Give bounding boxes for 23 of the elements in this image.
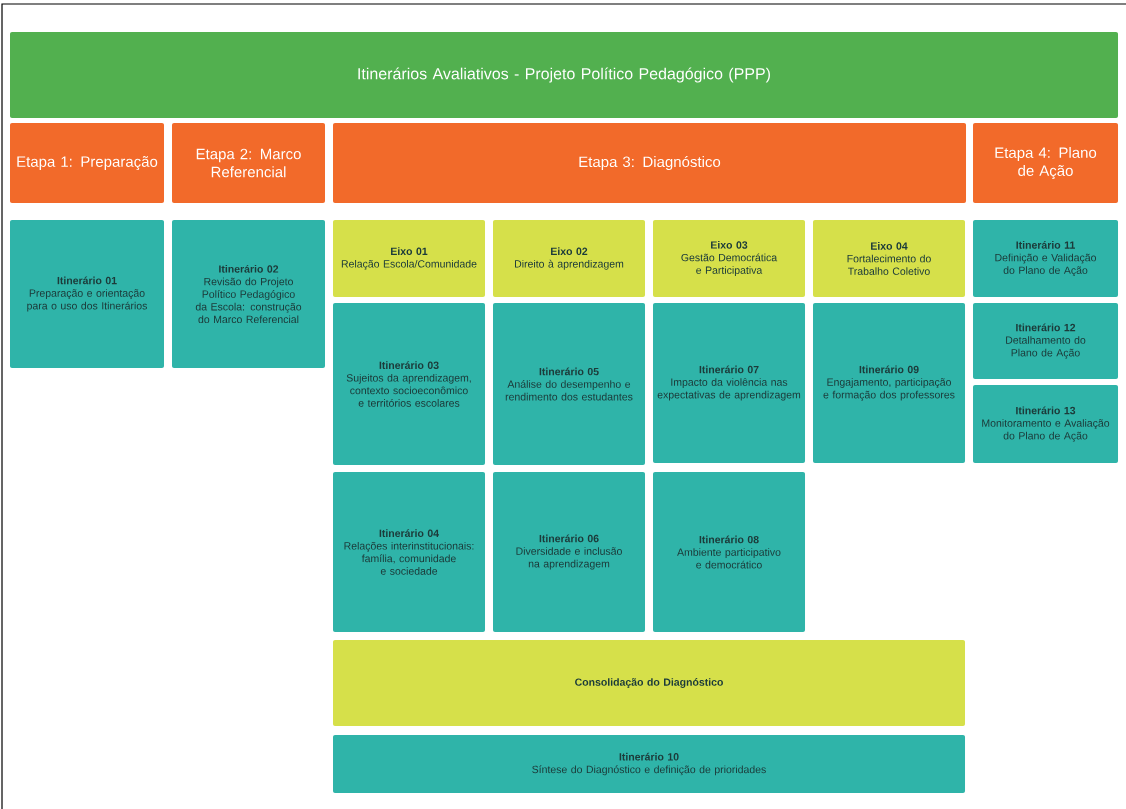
itinerary-box: Itinerário 06 Diversidade e inclusão na aprendizagem [493,472,645,632]
stage-header: Etapa 2: Marco Referencial [172,123,325,203]
axis-box: Eixo 04 Fortalecimento do Trabalho Coletivo [813,220,965,297]
itinerary-box: Itinerário 08 Ambiente participativo e democrático [653,472,805,632]
itinerary-box: Itinerário 02 Revisão do Projeto Político Pedagógico da Escola: construção do Marco Referencial [172,220,325,368]
itinerary-box: Itinerário 03 Sujeitos da aprendizagem, contexto socioeconômico e territórios escolares [333,303,485,465]
axis-box: Eixo 03 Gestão Democrática e Participativa [653,220,805,297]
axis-box: Eixo 01 Relação Escola/Comunidade [333,220,485,297]
itinerary-box: Itinerário 05 Análise do desempenho e rendimento dos estudantes [493,303,645,465]
itinerary-box: Itinerário 13 Monitoramento e Avaliação do Plano de Ação [973,385,1118,463]
itinerary-box: Itinerário 11 Definição e Validação do Plano de Ação [973,220,1118,297]
itinerary-box: Itinerário 10 Síntese do Diagnóstico e definição de prioridades [333,735,965,793]
title-banner: Itinerários Avaliativos - Projeto Político Pedagógico (PPP) [10,32,1118,118]
stage-header: Etapa 4: Plano de Ação [973,123,1118,203]
axis-box: Eixo 02 Direito à aprendizagem [493,220,645,297]
axis-box: Consolidação do Diagnóstico [333,640,965,726]
itinerary-box: Itinerário 12 Detalhamento do Plano de Ação [973,303,1118,379]
itinerary-box: Itinerário 09 Engajamento, participação e formação dos professores [813,303,965,463]
itinerary-box: Itinerário 01 Preparação e orientação para o uso dos Itinerários [10,220,164,368]
stage-header: Etapa 3: Diagnóstico [333,123,966,203]
itinerary-box: Itinerário 07 Impacto da violência nas expectativas de aprendizagem [653,303,805,463]
stage-header: Etapa 1: Preparação [10,123,164,203]
itinerary-box: Itinerário 04 Relações interinstitucionais: família, comunidade e sociedade [333,472,485,632]
